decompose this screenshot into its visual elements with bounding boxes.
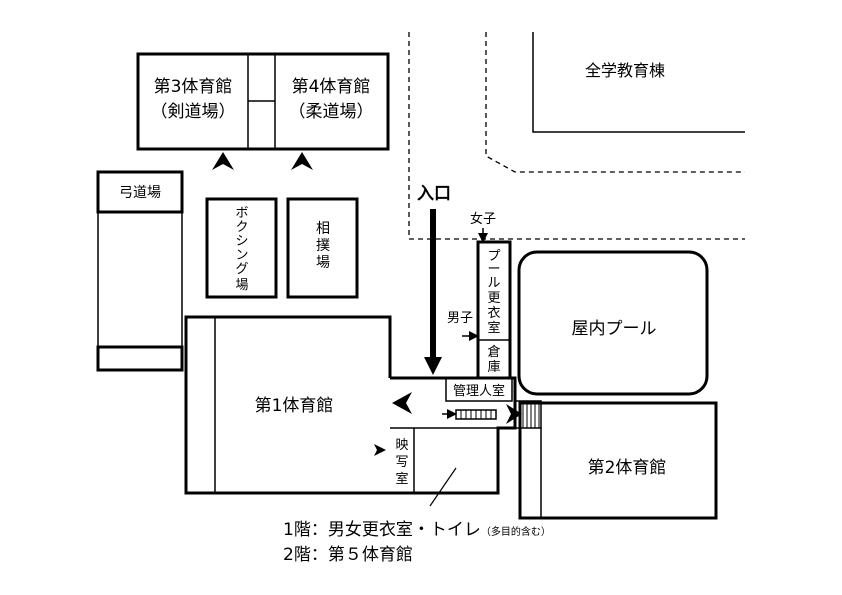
gym3-entrance-arrow bbox=[212, 152, 234, 170]
svg-text:グ: グ bbox=[235, 262, 248, 277]
svg-text:衣: 衣 bbox=[487, 305, 500, 321]
women-label: 女子 bbox=[470, 211, 496, 227]
projection-room-label: 映 写 室 bbox=[395, 438, 408, 487]
sumo-building bbox=[286, 197, 359, 299]
svg-text:室: 室 bbox=[395, 471, 408, 487]
gym2-entrance-arrow bbox=[506, 404, 522, 424]
admin-room-label: 管理人室 bbox=[453, 383, 505, 399]
svg-text:場: 場 bbox=[316, 255, 330, 271]
svg-text:ー: ー bbox=[487, 262, 500, 277]
storage-label: 倉 庫 bbox=[487, 345, 500, 375]
men-label: 男子 bbox=[447, 311, 473, 326]
svg-text:倉: 倉 bbox=[487, 345, 500, 360]
floor2-note-text: 2階：第５体育館 bbox=[283, 545, 413, 565]
svg-text:撲: 撲 bbox=[316, 238, 330, 254]
svg-text:相: 相 bbox=[316, 221, 330, 237]
sumo-label: 相 撲 場 bbox=[316, 221, 330, 271]
entrance-arrow bbox=[424, 209, 442, 375]
kyudojo-label: 弓道場 bbox=[119, 185, 161, 201]
indoor-pool-building bbox=[517, 250, 709, 396]
gym4-entrance-arrow bbox=[291, 152, 313, 170]
gym1-building bbox=[184, 315, 517, 495]
gym4-label-line2: （柔道場） bbox=[289, 102, 374, 122]
zengaku-label: 全学教育棟 bbox=[585, 61, 665, 80]
svg-text:写: 写 bbox=[395, 455, 408, 470]
svg-text:更: 更 bbox=[487, 291, 500, 306]
svg-text:プ: プ bbox=[487, 249, 500, 264]
floor1-note: 1階：男女更衣室・トイレ（多目的含む） bbox=[283, 519, 551, 544]
kyudojo-building bbox=[96, 170, 184, 372]
svg-text:シ: シ bbox=[235, 234, 248, 249]
gym2-building bbox=[518, 401, 718, 520]
svg-text:ク: ク bbox=[235, 220, 248, 235]
floor1-note-small: （多目的含む） bbox=[480, 527, 551, 538]
gym2-label: 第2体育館 bbox=[588, 458, 667, 478]
gym3-gym4-building bbox=[136, 52, 390, 151]
gym4-label-line1: 第4体育館 bbox=[292, 77, 371, 97]
stairs-icon bbox=[455, 409, 497, 420]
svg-text:場: 場 bbox=[235, 278, 248, 293]
gym3-label-line1: 第3体育館 bbox=[154, 77, 233, 97]
campus-boundary-dashed bbox=[408, 32, 745, 240]
svg-text:映: 映 bbox=[395, 438, 408, 453]
gym1-entrance-arrow bbox=[392, 392, 412, 414]
svg-text:庫: 庫 bbox=[487, 360, 500, 375]
pool-locker-label: プ ー ル 更 衣 室 bbox=[487, 249, 500, 336]
svg-text:ル: ル bbox=[487, 276, 500, 291]
boxing-label: ボ ク シ ン グ 場 bbox=[235, 206, 248, 293]
svg-text:室: 室 bbox=[487, 320, 500, 336]
gym3-label-line2: （剣道場） bbox=[151, 102, 236, 122]
zengaku-building: 全学教育棟 bbox=[532, 32, 745, 133]
floor2-note: 2階：第５体育館 bbox=[283, 544, 413, 566]
floor1-note-text: 1階：男女更衣室・トイレ bbox=[283, 520, 481, 540]
projection-room-arrow bbox=[374, 444, 386, 456]
floor-note-leader bbox=[429, 467, 457, 507]
indoor-pool-label: 屋内プール bbox=[572, 319, 657, 339]
svg-text:ボ: ボ bbox=[235, 206, 248, 221]
boxing-building bbox=[205, 197, 278, 299]
svg-text:ン: ン bbox=[235, 248, 248, 263]
gym1-label: 第1体育館 bbox=[255, 396, 334, 416]
entrance-label: 入口 bbox=[417, 184, 451, 204]
